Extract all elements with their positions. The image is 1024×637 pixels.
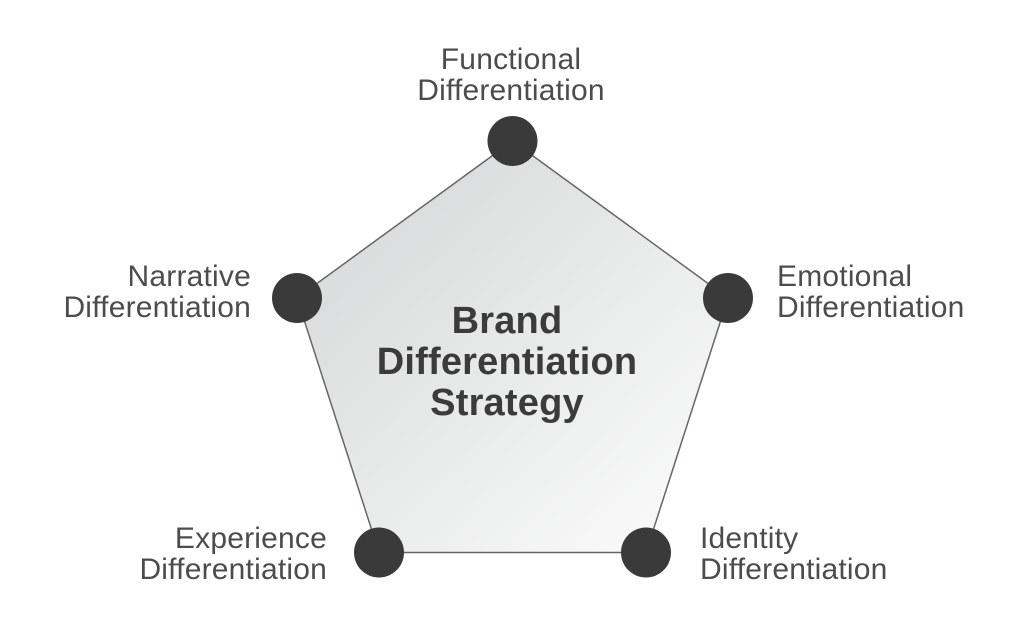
node-circle-functional <box>487 116 538 166</box>
node-label-line: Differentiation <box>777 291 965 324</box>
node-label-line: Experience <box>174 522 327 555</box>
node-label-line: Differentiation <box>139 553 327 586</box>
node-label-emotional: Emotional Differentiation <box>777 261 965 323</box>
node-label-line: Differentiation <box>63 291 251 324</box>
title-line-2: Differentiation <box>376 341 638 383</box>
node-label-experience: Experience Differentiation <box>139 523 327 585</box>
node-circle-narrative <box>272 273 322 323</box>
node-circle-emotional <box>703 273 753 323</box>
node-circle-experience <box>354 527 404 578</box>
pentagon-shape <box>296 140 729 554</box>
node-label-line: Identity <box>700 522 799 555</box>
title-line-3: Strategy <box>430 382 584 424</box>
node-label-narrative: Narrative Differentiation <box>63 261 251 323</box>
title-line-1: Brand <box>451 300 563 342</box>
node-label-line: Differentiation <box>417 74 605 107</box>
node-label-functional: Functional Differentiation <box>417 44 605 106</box>
node-label-line: Functional <box>440 43 582 76</box>
node-label-identity: Identity Differentiation <box>700 523 888 585</box>
node-label-line: Differentiation <box>700 553 888 586</box>
node-label-line: Emotional <box>777 260 913 293</box>
node-circle-identity <box>621 527 671 578</box>
node-label-line: Narrative <box>127 260 251 293</box>
diagram-title: Brand Differentiation Strategy <box>377 301 638 424</box>
